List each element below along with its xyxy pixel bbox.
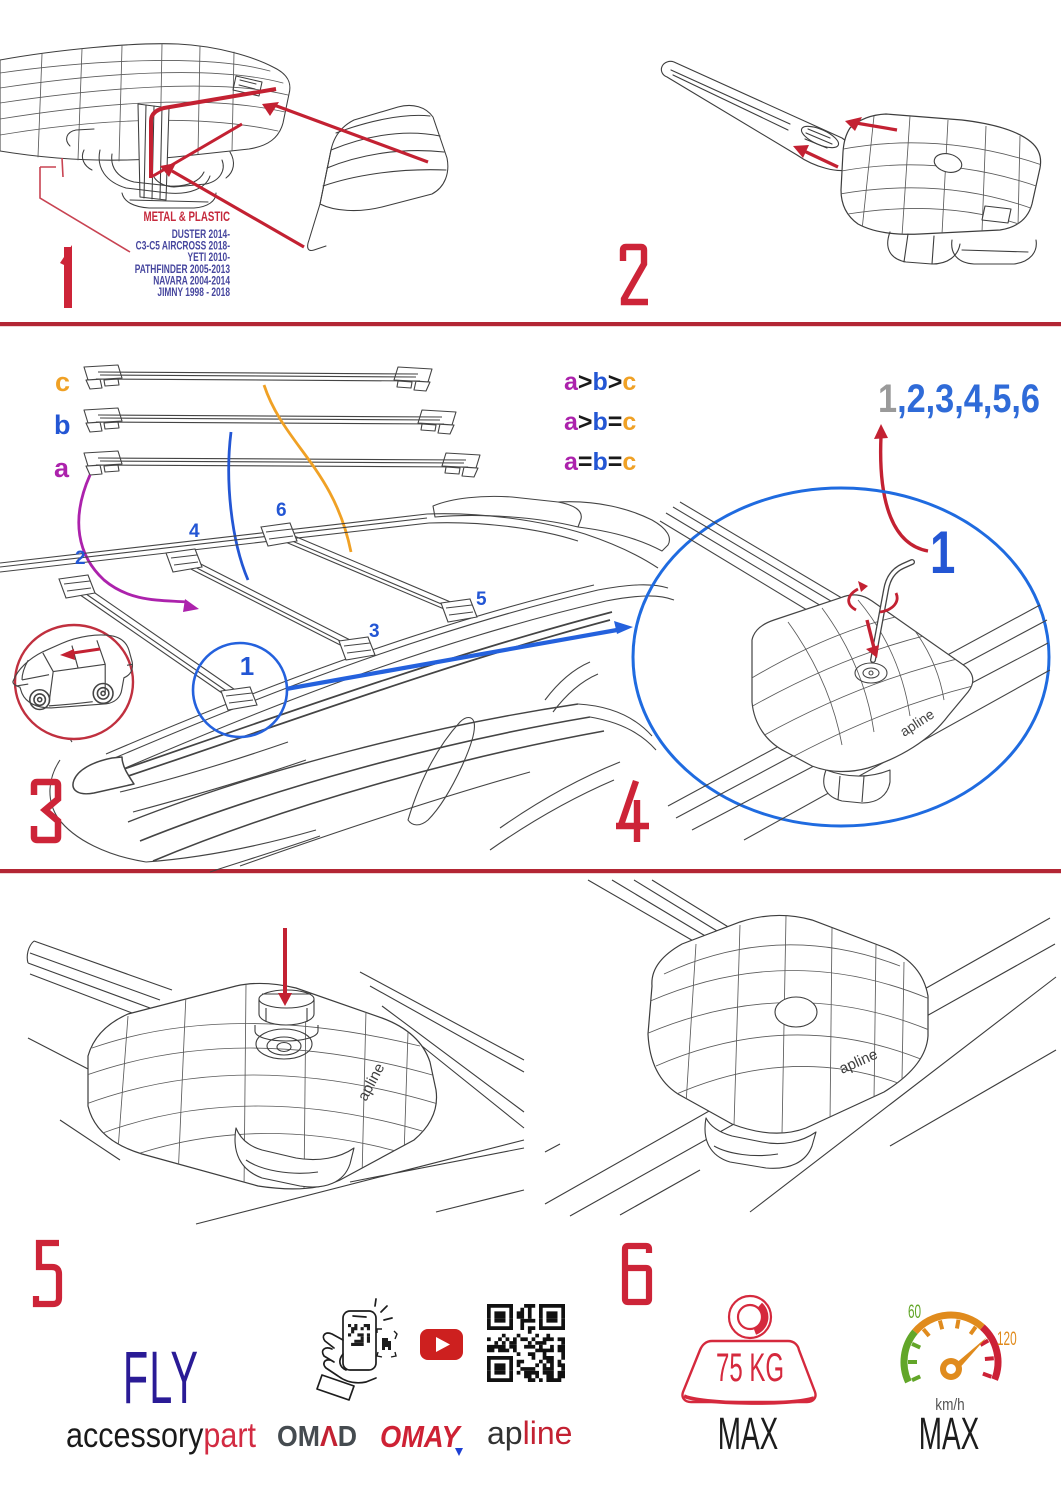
svg-text:MAX: MAX xyxy=(718,1408,778,1458)
svg-text:a>b>c: a>b>c xyxy=(564,368,636,396)
svg-text:OMAY: OMAY xyxy=(380,1420,462,1454)
svg-text:FLY: FLY xyxy=(123,1336,199,1419)
svg-text:a=b=c: a=b=c xyxy=(564,448,636,476)
svg-text:60: 60 xyxy=(908,1302,921,1322)
svg-text:apline: apline xyxy=(487,1415,572,1451)
svg-text:4: 4 xyxy=(189,521,200,542)
svg-text:DUSTER 2014-: DUSTER 2014- xyxy=(172,229,231,242)
svg-text:accessorypart: accessorypart xyxy=(66,1416,256,1455)
svg-text:b: b xyxy=(54,410,71,440)
svg-text:C3-C5 AIRCROSS 2018-: C3-C5 AIRCROSS 2018- xyxy=(136,240,231,253)
svg-text:MAX: MAX xyxy=(919,1408,979,1458)
svg-text:5: 5 xyxy=(476,589,487,610)
svg-text:YETI 2010-: YETI 2010- xyxy=(188,252,231,265)
svg-text:120: 120 xyxy=(997,1329,1017,1349)
svg-text:1: 1 xyxy=(930,520,955,586)
svg-text:75 KG: 75 KG xyxy=(716,1345,784,1390)
svg-text:OMΛD: OMΛD xyxy=(277,1420,357,1452)
svg-text:a>b=c: a>b=c xyxy=(564,408,636,436)
svg-text:1,2,3,4,5,6: 1,2,3,4,5,6 xyxy=(878,377,1040,421)
svg-text:JIMNY 1998 - 2018: JIMNY 1998 - 2018 xyxy=(157,287,230,300)
svg-text:c: c xyxy=(55,367,70,397)
svg-text:a: a xyxy=(54,453,70,483)
svg-text:1: 1 xyxy=(240,651,254,681)
svg-text:METAL & PLASTIC: METAL & PLASTIC xyxy=(144,210,231,225)
svg-text:2: 2 xyxy=(75,548,86,569)
svg-text:km/h: km/h xyxy=(935,1396,964,1415)
svg-text:6: 6 xyxy=(276,500,287,521)
svg-text:NAVARA 2004-2014: NAVARA 2004-2014 xyxy=(153,275,230,288)
svg-text:PATHFINDER 2005-2013: PATHFINDER 2005-2013 xyxy=(135,264,230,277)
svg-text:3: 3 xyxy=(369,621,380,642)
